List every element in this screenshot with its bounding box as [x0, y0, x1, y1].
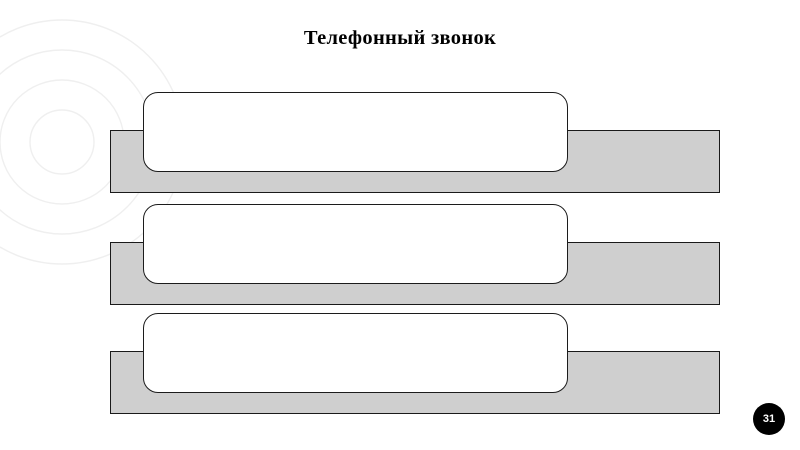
- page-number-badge: 31: [753, 403, 785, 435]
- content-row: [0, 313, 800, 415]
- row-text-card[interactable]: [143, 204, 568, 284]
- content-row: [0, 92, 800, 194]
- page-number-text: 31: [762, 412, 776, 425]
- content-row: [0, 204, 800, 306]
- row-text-card[interactable]: [143, 92, 568, 172]
- row-text-card[interactable]: [143, 313, 568, 393]
- page-title: Телефонный звонок: [303, 27, 497, 49]
